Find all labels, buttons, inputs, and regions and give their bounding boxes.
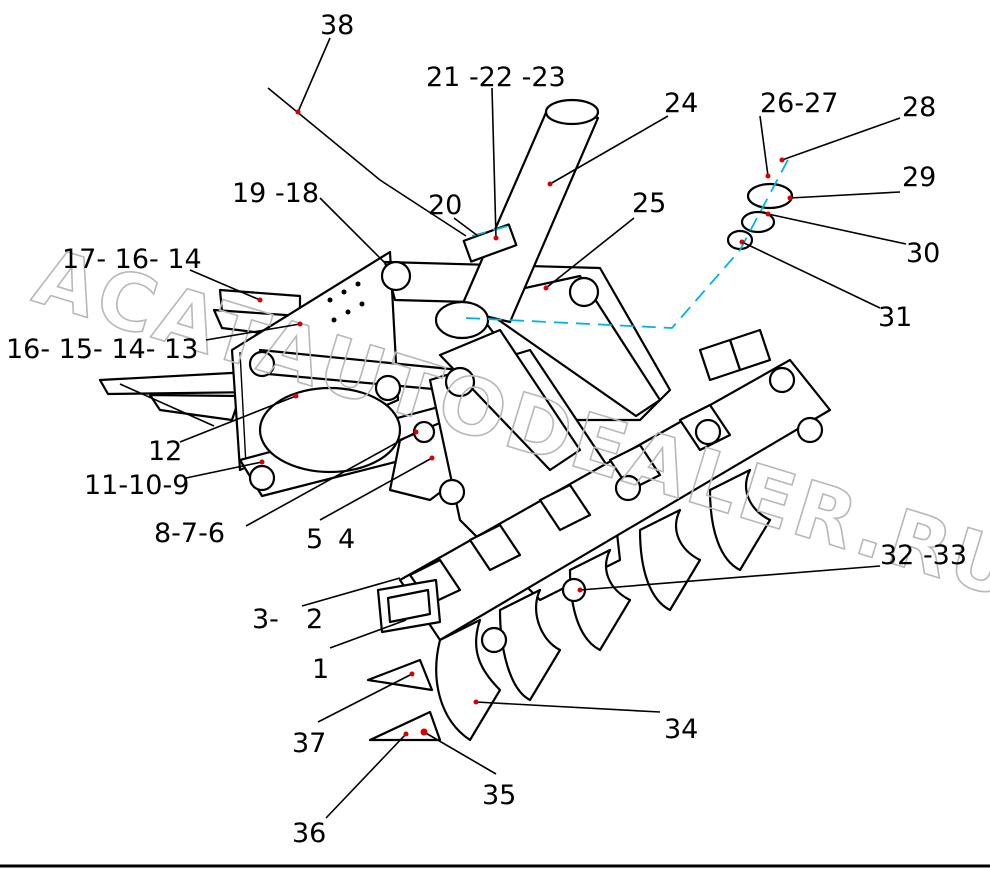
hydraulic-line xyxy=(465,249,741,329)
callout-8-7-6: 8-7-6 xyxy=(154,518,225,549)
callout-labels: 38 21 -22 -23 24 26-27 28 29 30 31 25 20… xyxy=(6,10,967,849)
shank-4 xyxy=(638,508,702,612)
ripper-assembly xyxy=(98,98,832,742)
callout-28: 28 xyxy=(902,92,936,123)
callout-36: 36 xyxy=(292,818,326,849)
leader-lines xyxy=(119,37,907,819)
callout-16-15-14-13: 16- 15- 14- 13 xyxy=(6,334,198,365)
callout-24: 24 xyxy=(664,88,698,119)
upper-arm-side xyxy=(468,274,662,418)
callout-29: 29 xyxy=(902,162,936,193)
callout-26-27: 26-27 xyxy=(760,88,838,119)
callout-37: 37 xyxy=(292,728,326,759)
shank-5 xyxy=(708,468,772,572)
callout-35: 35 xyxy=(482,780,516,811)
callout-12: 12 xyxy=(148,436,182,467)
callout-20: 20 xyxy=(428,190,462,221)
callout-34: 34 xyxy=(664,714,698,745)
callout-21-22-23: 21 -22 -23 xyxy=(426,62,566,93)
shank-2 xyxy=(498,588,562,702)
callout-1: 1 xyxy=(312,654,329,685)
leader-dots xyxy=(257,109,793,737)
callout-38: 38 xyxy=(320,10,354,41)
mounting-bracket-lower xyxy=(148,393,242,422)
callout-30: 30 xyxy=(906,238,940,269)
shank-1 xyxy=(435,618,502,742)
pins xyxy=(248,260,824,654)
shank-mount-side xyxy=(438,328,582,472)
frame-oval xyxy=(258,386,402,474)
callout-2: 2 xyxy=(306,604,323,635)
callout-17-16-14: 17- 16- 14 xyxy=(62,244,202,275)
callout-11-10-9: 11-10-9 xyxy=(84,470,189,501)
tip-37 xyxy=(366,658,434,692)
callout-32-33: 32 -33 xyxy=(880,540,967,571)
shank-3 xyxy=(568,548,632,652)
callout-19-18: 19 -18 xyxy=(232,178,319,209)
callout-25: 25 xyxy=(632,188,666,219)
callout-31: 31 xyxy=(878,302,912,333)
frame-holes xyxy=(327,281,365,323)
callout-3: 3- xyxy=(252,604,279,635)
callout-4: 4 xyxy=(338,524,355,555)
callout-5: 5 xyxy=(306,524,323,555)
